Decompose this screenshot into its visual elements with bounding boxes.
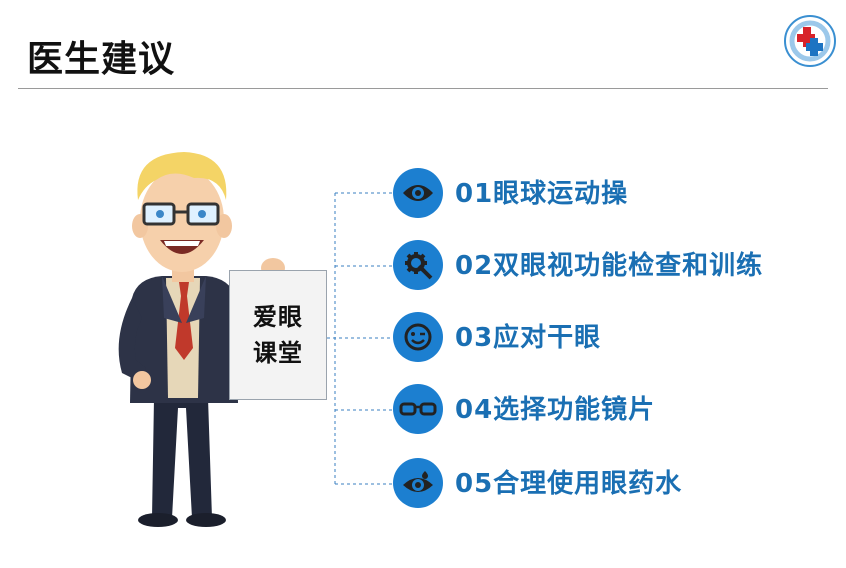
item-label: 05合理使用眼药水: [455, 469, 683, 499]
eye-icon: [393, 168, 443, 218]
smiley-wink-icon: [393, 312, 443, 362]
eye-care-card: 爱眼 课堂: [229, 270, 327, 400]
glasses-icon: [393, 384, 443, 434]
item-label: 03应对干眼: [455, 323, 602, 353]
item-label: 02双眼视功能检查和训练: [455, 251, 764, 281]
title-divider: [18, 88, 828, 89]
card-line-2: 课堂: [253, 339, 303, 367]
item-label: 01眼球运动操: [455, 179, 629, 209]
eye-drop-icon: [393, 458, 443, 508]
gear-wrench-icon: [393, 240, 443, 290]
card-line-1: 爱眼: [253, 303, 303, 331]
page-title: 医生建议: [27, 39, 176, 80]
hospital-logo: [784, 15, 836, 67]
item-label: 04选择功能镜片: [455, 395, 656, 425]
